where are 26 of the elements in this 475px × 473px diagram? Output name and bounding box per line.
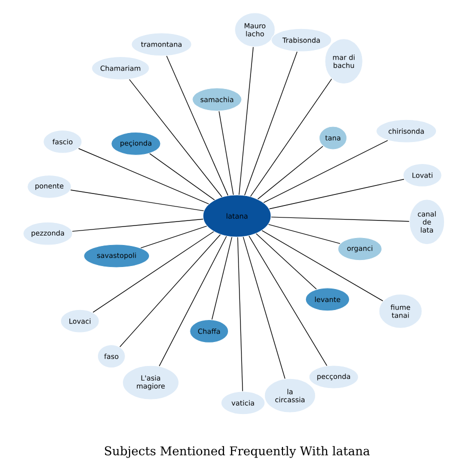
connector-line xyxy=(92,231,214,313)
connector-line xyxy=(212,236,232,320)
connector-line xyxy=(166,56,228,196)
connector-line xyxy=(262,230,384,302)
connector-line xyxy=(263,140,388,203)
connector-line xyxy=(218,110,234,196)
connector-line xyxy=(78,148,210,204)
connector-line xyxy=(242,236,286,379)
connector-line xyxy=(256,233,317,290)
connector-line xyxy=(268,178,404,210)
connector-line xyxy=(238,46,254,196)
connector-line xyxy=(129,79,222,198)
connector-line xyxy=(270,216,410,222)
connector-line xyxy=(237,236,243,392)
connector-line xyxy=(268,224,340,244)
connector-line xyxy=(120,234,221,348)
connector-line xyxy=(140,226,208,248)
chart-title: Subjects Mentioned Frequently With latana xyxy=(104,446,370,458)
connector-line xyxy=(244,51,298,196)
connector-line xyxy=(248,236,328,366)
connector-line xyxy=(72,218,204,232)
connector-line xyxy=(70,190,204,212)
connector-line xyxy=(149,153,215,200)
connector-line xyxy=(158,236,227,366)
connector-line xyxy=(257,146,324,200)
connector-line xyxy=(250,78,332,197)
